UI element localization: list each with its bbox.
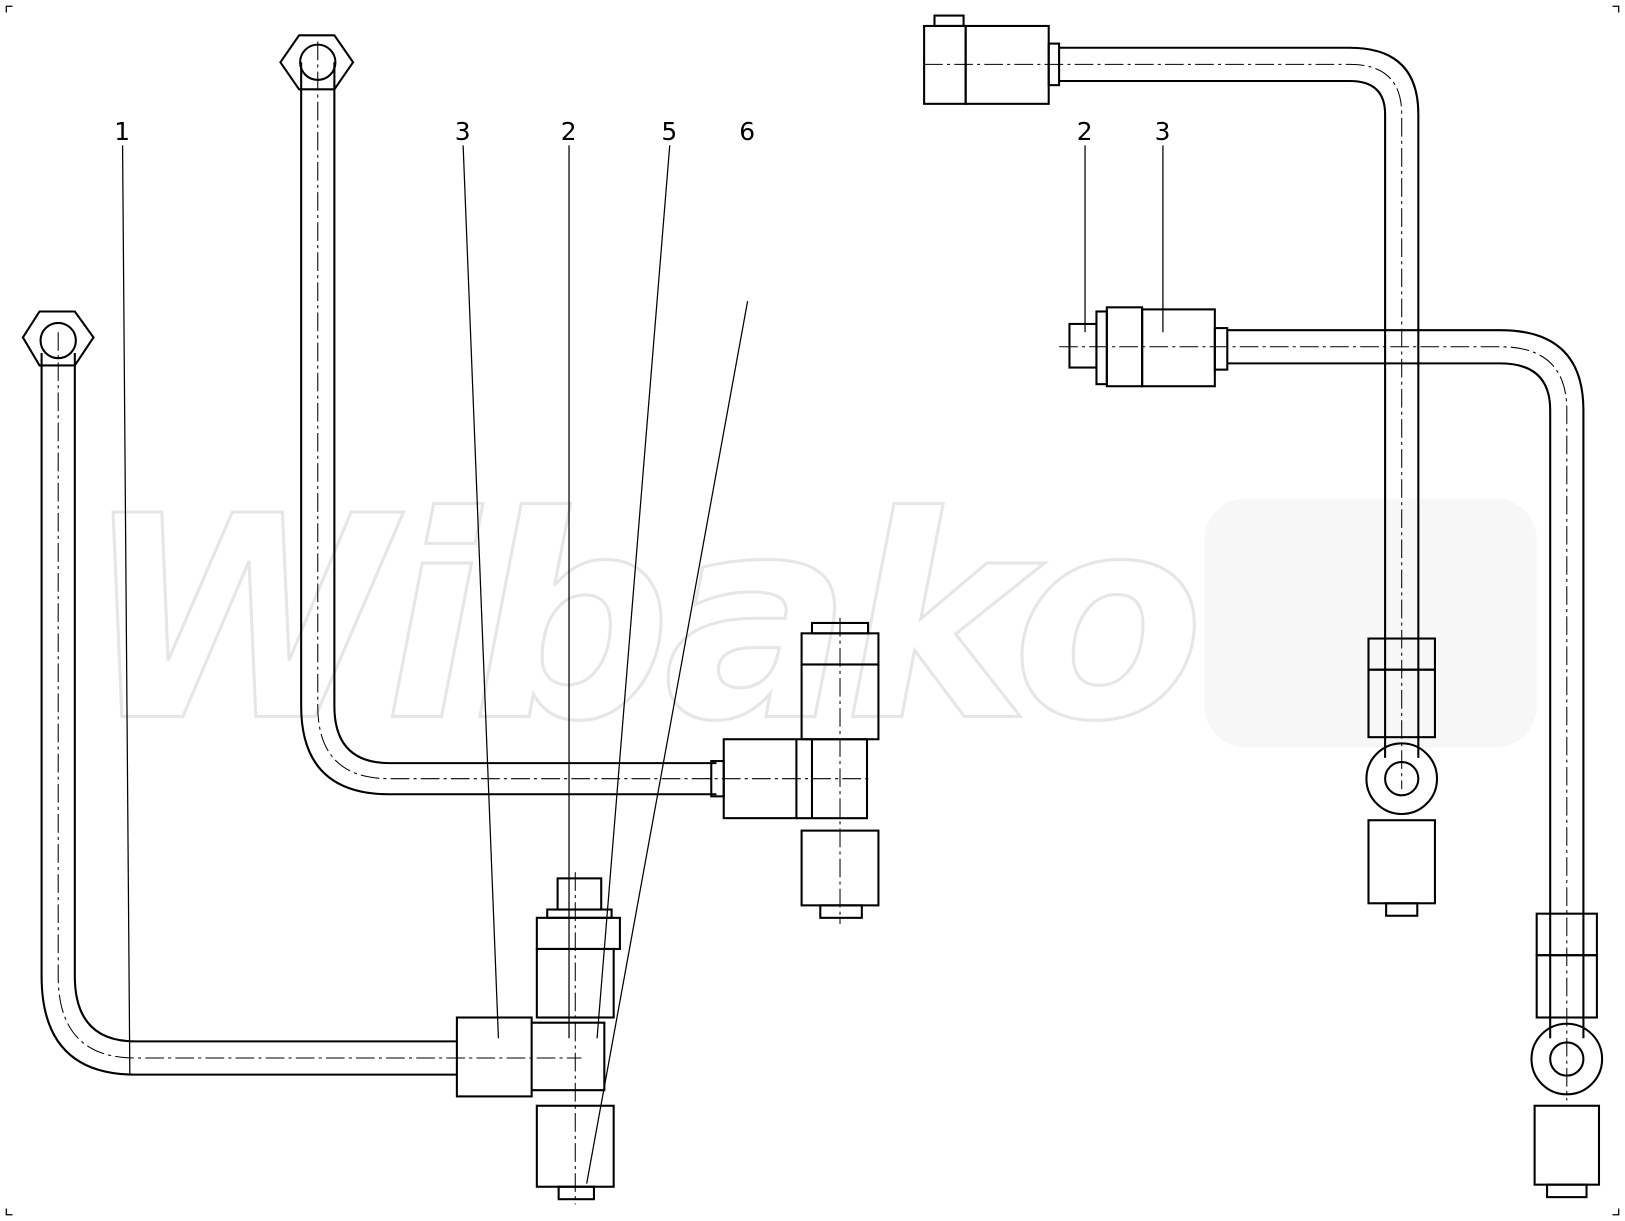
nut-hex-icon [21,310,95,367]
callout-5: 5 [661,117,677,146]
callouts-left: 1 3 2 5 6 [114,117,755,146]
callout-3: 3 [1155,117,1171,146]
callout-2: 2 [1077,117,1093,146]
callouts-right: 2 3 [1077,117,1171,146]
pipe-right-lower [1059,306,1604,1199]
pipe-right-upper [923,14,1439,917]
callout-3: 3 [455,117,471,146]
nut-hex-icon [279,34,355,91]
leader-lines [121,145,1164,1184]
callout-2: 2 [561,117,577,146]
callout-6: 6 [739,117,755,146]
tee-fitting-lower [455,872,621,1205]
watermark: Wibako [82,456,1537,785]
svg-text:Wibako: Wibako [83,457,1204,783]
pipe-2 [279,34,873,796]
tee-fitting-upper [710,617,880,925]
frame-corners [5,5,1620,1216]
watermark-logo-badge [1204,498,1537,748]
callout-1: 1 [114,117,130,146]
